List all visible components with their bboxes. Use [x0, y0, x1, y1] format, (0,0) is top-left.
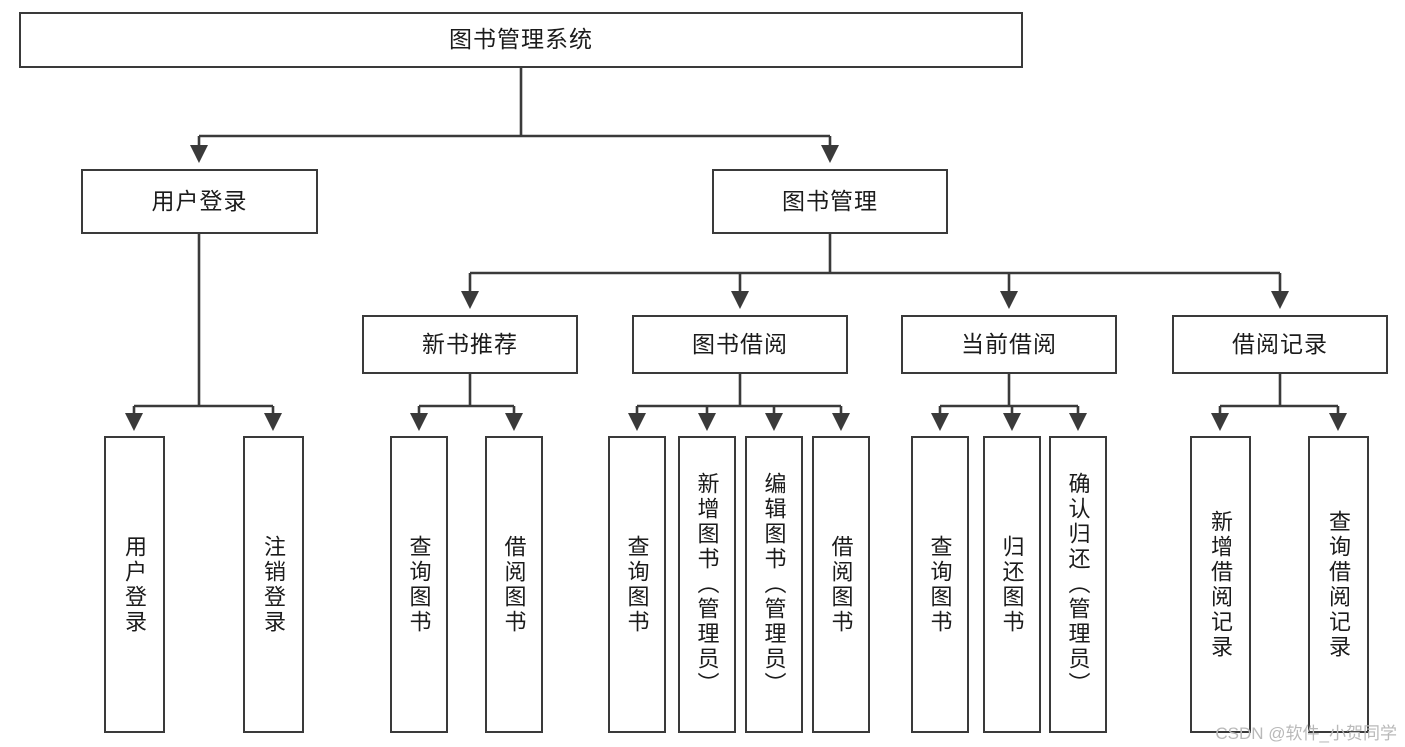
leaf-node[interactable]: 查询图书: [911, 436, 969, 733]
node-level2-user-login[interactable]: 用户登录: [81, 169, 318, 234]
leaf-node[interactable]: 新增图书（管理员）: [678, 436, 736, 733]
node-root[interactable]: 图书管理系统: [19, 12, 1023, 68]
csdn-watermark: CSDN @软件_小贺同学: [1215, 724, 1397, 743]
node-label: 借阅图书: [501, 534, 527, 635]
node-label: 新增图书（管理员）: [694, 472, 720, 697]
node-label: 图书管理: [782, 187, 878, 214]
leaf-node[interactable]: 归还图书: [983, 436, 1041, 733]
node-level3-book-borrow[interactable]: 图书借阅: [632, 315, 848, 374]
node-label: 查询图书: [624, 534, 650, 635]
leaf-node[interactable]: 注销登录: [243, 436, 304, 733]
leaf-node[interactable]: 借阅图书: [485, 436, 543, 733]
node-label: 归还图书: [999, 534, 1025, 635]
node-label: 新增借阅记录: [1208, 509, 1234, 660]
node-label: 查询图书: [406, 534, 432, 635]
leaf-node[interactable]: 查询图书: [390, 436, 448, 733]
node-label: 借阅记录: [1232, 330, 1328, 357]
node-level3-new-book-recommend[interactable]: 新书推荐: [362, 315, 578, 374]
node-label: 确认归还（管理员）: [1065, 472, 1091, 697]
node-label: 新书推荐: [422, 330, 518, 357]
leaf-node[interactable]: 确认归还（管理员）: [1049, 436, 1107, 733]
node-level3-current-borrow[interactable]: 当前借阅: [901, 315, 1117, 374]
node-label: 当前借阅: [961, 330, 1057, 357]
leaf-node[interactable]: 查询图书: [608, 436, 666, 733]
leaf-node[interactable]: 用户登录: [104, 436, 165, 733]
node-level3-borrow-record[interactable]: 借阅记录: [1172, 315, 1388, 374]
node-label: 图书管理系统: [449, 26, 593, 53]
node-label: 图书借阅: [692, 330, 788, 357]
leaf-node[interactable]: 查询借阅记录: [1308, 436, 1369, 733]
node-label: 编辑图书（管理员）: [761, 472, 787, 697]
leaf-node[interactable]: 新增借阅记录: [1190, 436, 1251, 733]
node-label: 用户登录: [151, 187, 248, 214]
node-label: 借阅图书: [828, 534, 854, 635]
node-label: 查询图书: [927, 534, 953, 635]
node-label: 注销登录: [261, 534, 287, 635]
leaf-node[interactable]: 编辑图书（管理员）: [745, 436, 803, 733]
leaf-node[interactable]: 借阅图书: [812, 436, 870, 733]
node-label: 用户登录: [122, 534, 148, 635]
node-label: 查询借阅记录: [1326, 509, 1352, 660]
node-level2-book-management[interactable]: 图书管理: [712, 169, 948, 234]
